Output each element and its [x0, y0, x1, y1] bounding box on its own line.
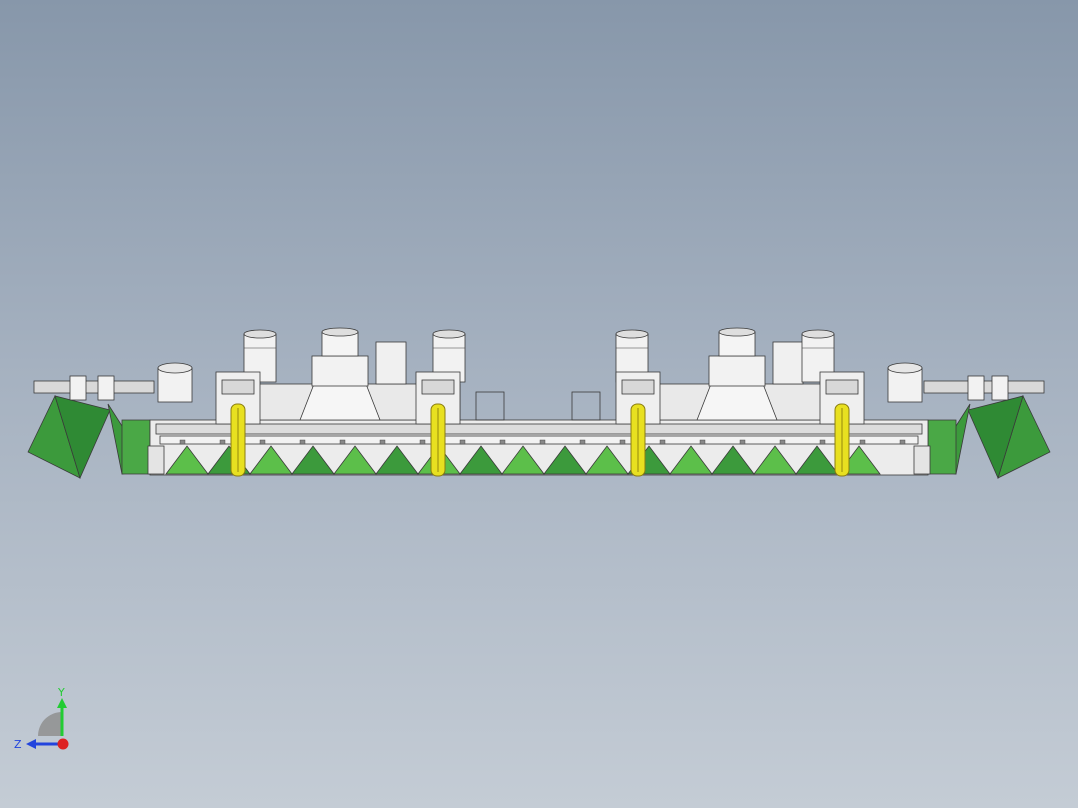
cutter-blade [165, 445, 209, 475]
cutter-blade [333, 445, 377, 475]
triad-quadrant [38, 712, 62, 736]
z-axis-arrow-icon [26, 739, 36, 749]
motor-top [615, 329, 649, 339]
arm-clamp [991, 375, 1009, 401]
frame-bolt [899, 439, 906, 445]
hopper-top [311, 355, 369, 387]
frame-bolt [419, 439, 426, 445]
frame-bolt [339, 439, 346, 445]
gearbox [157, 367, 193, 403]
motor-top [432, 329, 466, 339]
frame-end-right [913, 445, 931, 475]
frame-bolt [539, 439, 546, 445]
bracket-plate [221, 379, 255, 395]
lift-handle [571, 391, 601, 421]
cutter-blade [795, 445, 839, 475]
bracket-plate [421, 379, 455, 395]
frame-bolt [259, 439, 266, 445]
side-blade-panel [927, 419, 957, 475]
frame-bolt [619, 439, 626, 445]
motor-cap-top [321, 327, 359, 337]
motor-cap-top [718, 327, 756, 337]
gearbox-cap [157, 362, 193, 374]
frame-bolt [219, 439, 226, 445]
frame-bolt [779, 439, 786, 445]
side-arm-left [33, 380, 155, 394]
axis-triad: Y Z [14, 686, 69, 751]
frame-bolt [819, 439, 826, 445]
arm-clamp [69, 375, 87, 401]
y-axis-arrow-icon [57, 698, 67, 708]
control-box [375, 341, 407, 385]
gearbox-cap [887, 362, 923, 374]
cutter-blade [585, 445, 629, 475]
frame-bolt [299, 439, 306, 445]
frame-bolt [739, 439, 746, 445]
frame-bolt [459, 439, 466, 445]
bracket-plate [825, 379, 859, 395]
hopper-cone [696, 383, 778, 421]
frame-bolt [579, 439, 586, 445]
cutter-blade [249, 445, 293, 475]
frame-bolt [659, 439, 666, 445]
frame-bar [159, 435, 919, 445]
cutter-blade [711, 445, 755, 475]
frame-bolt [179, 439, 186, 445]
frame-bolt [379, 439, 386, 445]
cutter-blade [543, 445, 587, 475]
frame-bolt [859, 439, 866, 445]
cutter-blade [669, 445, 713, 475]
x-axis-dot-icon [57, 738, 69, 750]
motor-top [801, 329, 835, 339]
motor-top [243, 329, 277, 339]
lift-handle [475, 391, 505, 421]
z-axis-label: Z [14, 738, 22, 751]
cutter-blade [753, 445, 797, 475]
cutter-blade [459, 445, 503, 475]
frame-bolt [699, 439, 706, 445]
gearbox [887, 367, 923, 403]
hopper-cone [299, 383, 381, 421]
model-geometry [27, 327, 1051, 480]
hopper-top [708, 355, 766, 387]
cutter-blade [291, 445, 335, 475]
cutter-blade [501, 445, 545, 475]
frame-bolt [499, 439, 506, 445]
frame-rail [155, 423, 923, 435]
side-blade-panel [121, 419, 151, 475]
control-box [772, 341, 804, 385]
arm-clamp [97, 375, 115, 401]
y-axis-label: Y [57, 686, 65, 699]
cutter-blade [375, 445, 419, 475]
side-blade [54, 395, 111, 480]
frame-end-left [147, 445, 165, 475]
side-blade [967, 395, 1024, 480]
arm-clamp [967, 375, 985, 401]
bracket-plate [621, 379, 655, 395]
